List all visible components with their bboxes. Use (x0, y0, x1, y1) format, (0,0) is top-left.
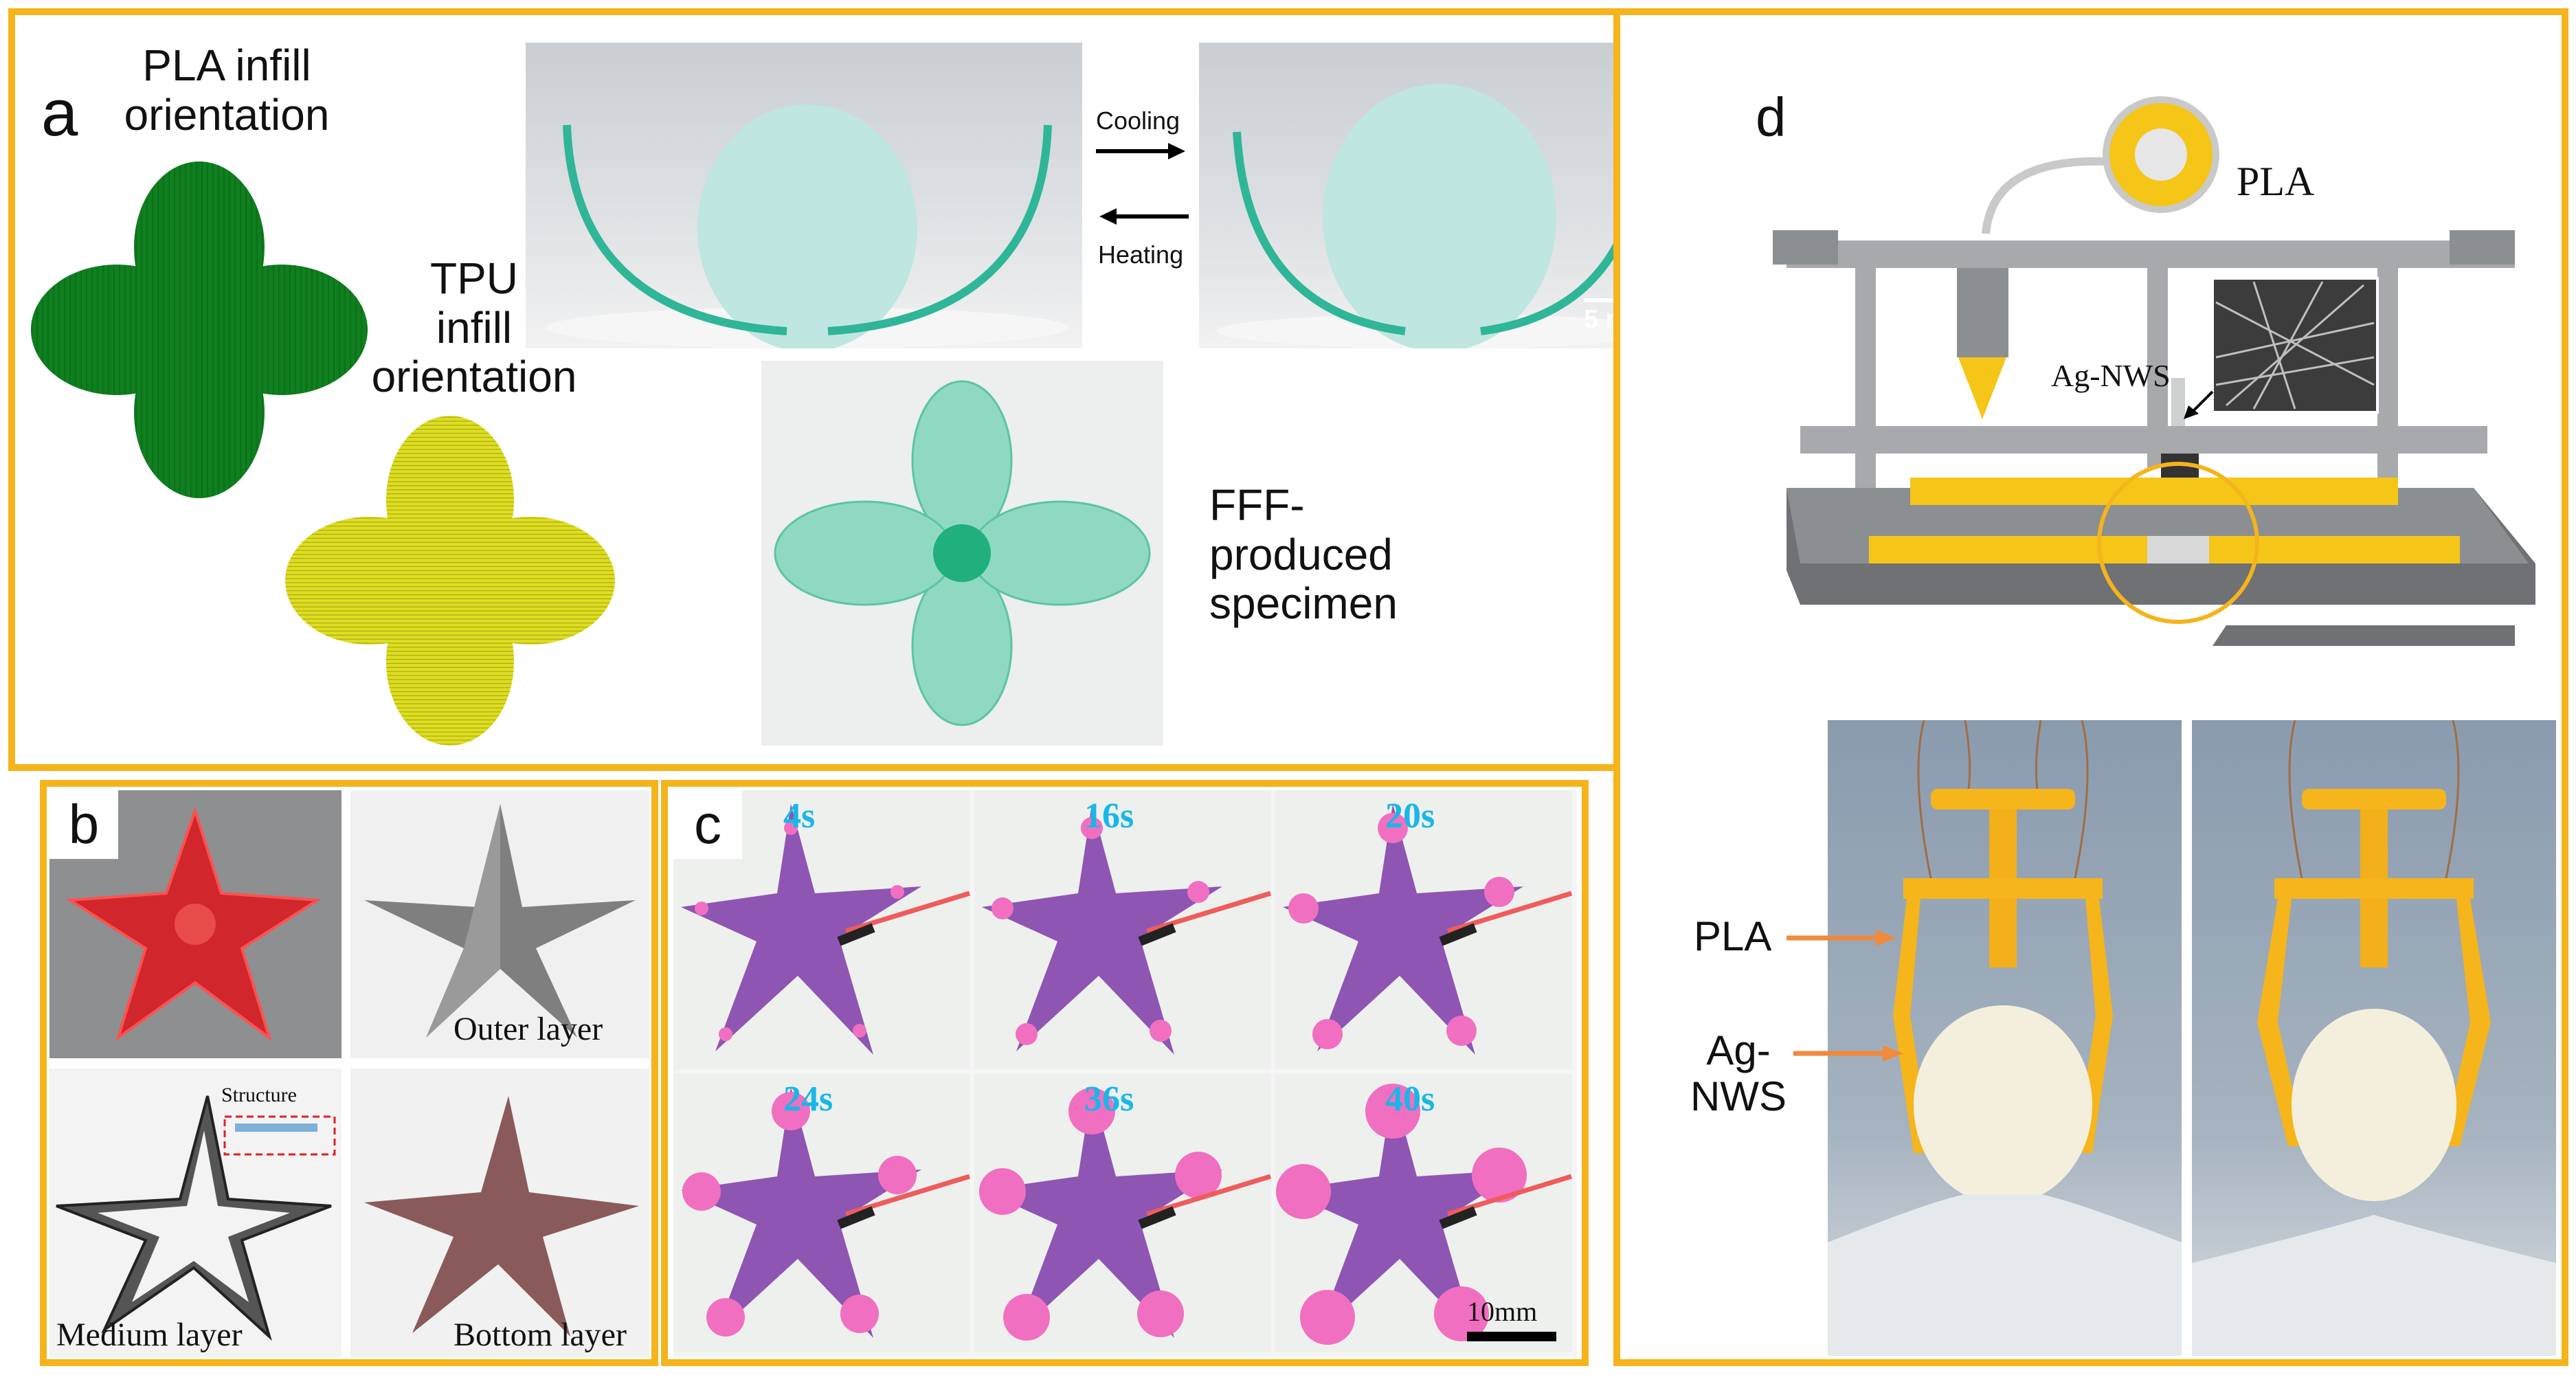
scale-bar-10mm (1467, 1332, 1556, 1341)
pla-spool-label: PLA (2237, 159, 2315, 204)
panel-a-label: a (41, 76, 78, 150)
scale-10mm-label: 10mm (1467, 1296, 1538, 1327)
ag-nws-schematic-label: Ag-NWS (2051, 358, 2171, 393)
starfish-frame: 4s (673, 790, 971, 1069)
tpu-caption-line-2: infill (436, 302, 513, 353)
time-label: 24s (783, 1080, 833, 1119)
starfish-frame: 24s (673, 1073, 971, 1352)
starfish-sequence-grid: 4s 16s 20s 24s 36s 40s (673, 790, 1577, 1357)
starfish-photo: b (49, 790, 341, 1058)
time-label: 36s (1084, 1080, 1134, 1119)
bottom-layer-render: Bottom layer (350, 1069, 649, 1357)
starfish-frame: 36s (974, 1073, 1272, 1352)
pla-infill-caption: PLA infill orientation (124, 41, 330, 139)
outer-layer-label: Outer layer (453, 1011, 603, 1047)
outer-layer-render: Outer layer (350, 790, 649, 1058)
pla-infill-clover (31, 161, 368, 498)
printer-schematic (1773, 96, 2535, 646)
medium-layer-label: Medium layer (56, 1317, 243, 1353)
fff-specimen-photo (761, 361, 1163, 746)
starfish-frame: 40s (1275, 1073, 1573, 1352)
agnws-pointer-arrow (1793, 1045, 1903, 1062)
bottom-layer-label: Bottom layer (453, 1317, 627, 1353)
panel-d-label: d (1756, 87, 1787, 148)
gripper-photo-closed (1828, 720, 2182, 1356)
time-label: 20s (1385, 796, 1435, 836)
starfish-frame: 16s (974, 790, 1272, 1069)
tpu-caption-line-3: orientation (371, 352, 577, 402)
fff-caption-line-2: produced (1209, 529, 1393, 579)
cooling-arrow (1096, 143, 1185, 159)
gripper-agnws-label: Ag- NWS (1677, 1027, 1800, 1119)
tpu-infill-caption: TPU infill orientation (344, 254, 605, 402)
fff-caption-line-3: specimen (1209, 579, 1398, 629)
panel-b-label: b (49, 790, 118, 859)
specimen-photo-right: 5 mm (1199, 43, 1687, 348)
fff-caption-line-1: FFF- (1209, 480, 1305, 530)
starfish-frame: 20s (1275, 790, 1573, 1069)
structure-label: Structure (221, 1084, 297, 1106)
heating-arrow (1099, 208, 1189, 225)
gripper-agnws-line-1: Ag- (1706, 1027, 1771, 1073)
gripper-photo-open (2192, 720, 2556, 1356)
specimen-photo-left (526, 43, 1082, 348)
tpu-infill-clover (285, 416, 615, 746)
panel-c-label: c (673, 790, 742, 859)
cooling-label: Cooling (1096, 107, 1180, 135)
time-label: 40s (1385, 1080, 1435, 1119)
gripper-pla-label: PLA (1694, 913, 1772, 959)
medium-layer-render: Structure Medium layer (49, 1069, 341, 1357)
pla-pointer-arrow (1787, 930, 1896, 946)
time-label: 4s (783, 796, 816, 836)
gripper-agnws-line-2: NWS (1690, 1073, 1787, 1120)
fff-caption: FFF- produced specimen (1209, 480, 1415, 629)
heating-label: Heating (1098, 241, 1184, 269)
time-label: 16s (1084, 796, 1134, 836)
tpu-caption-line-1: TPU (430, 254, 518, 303)
